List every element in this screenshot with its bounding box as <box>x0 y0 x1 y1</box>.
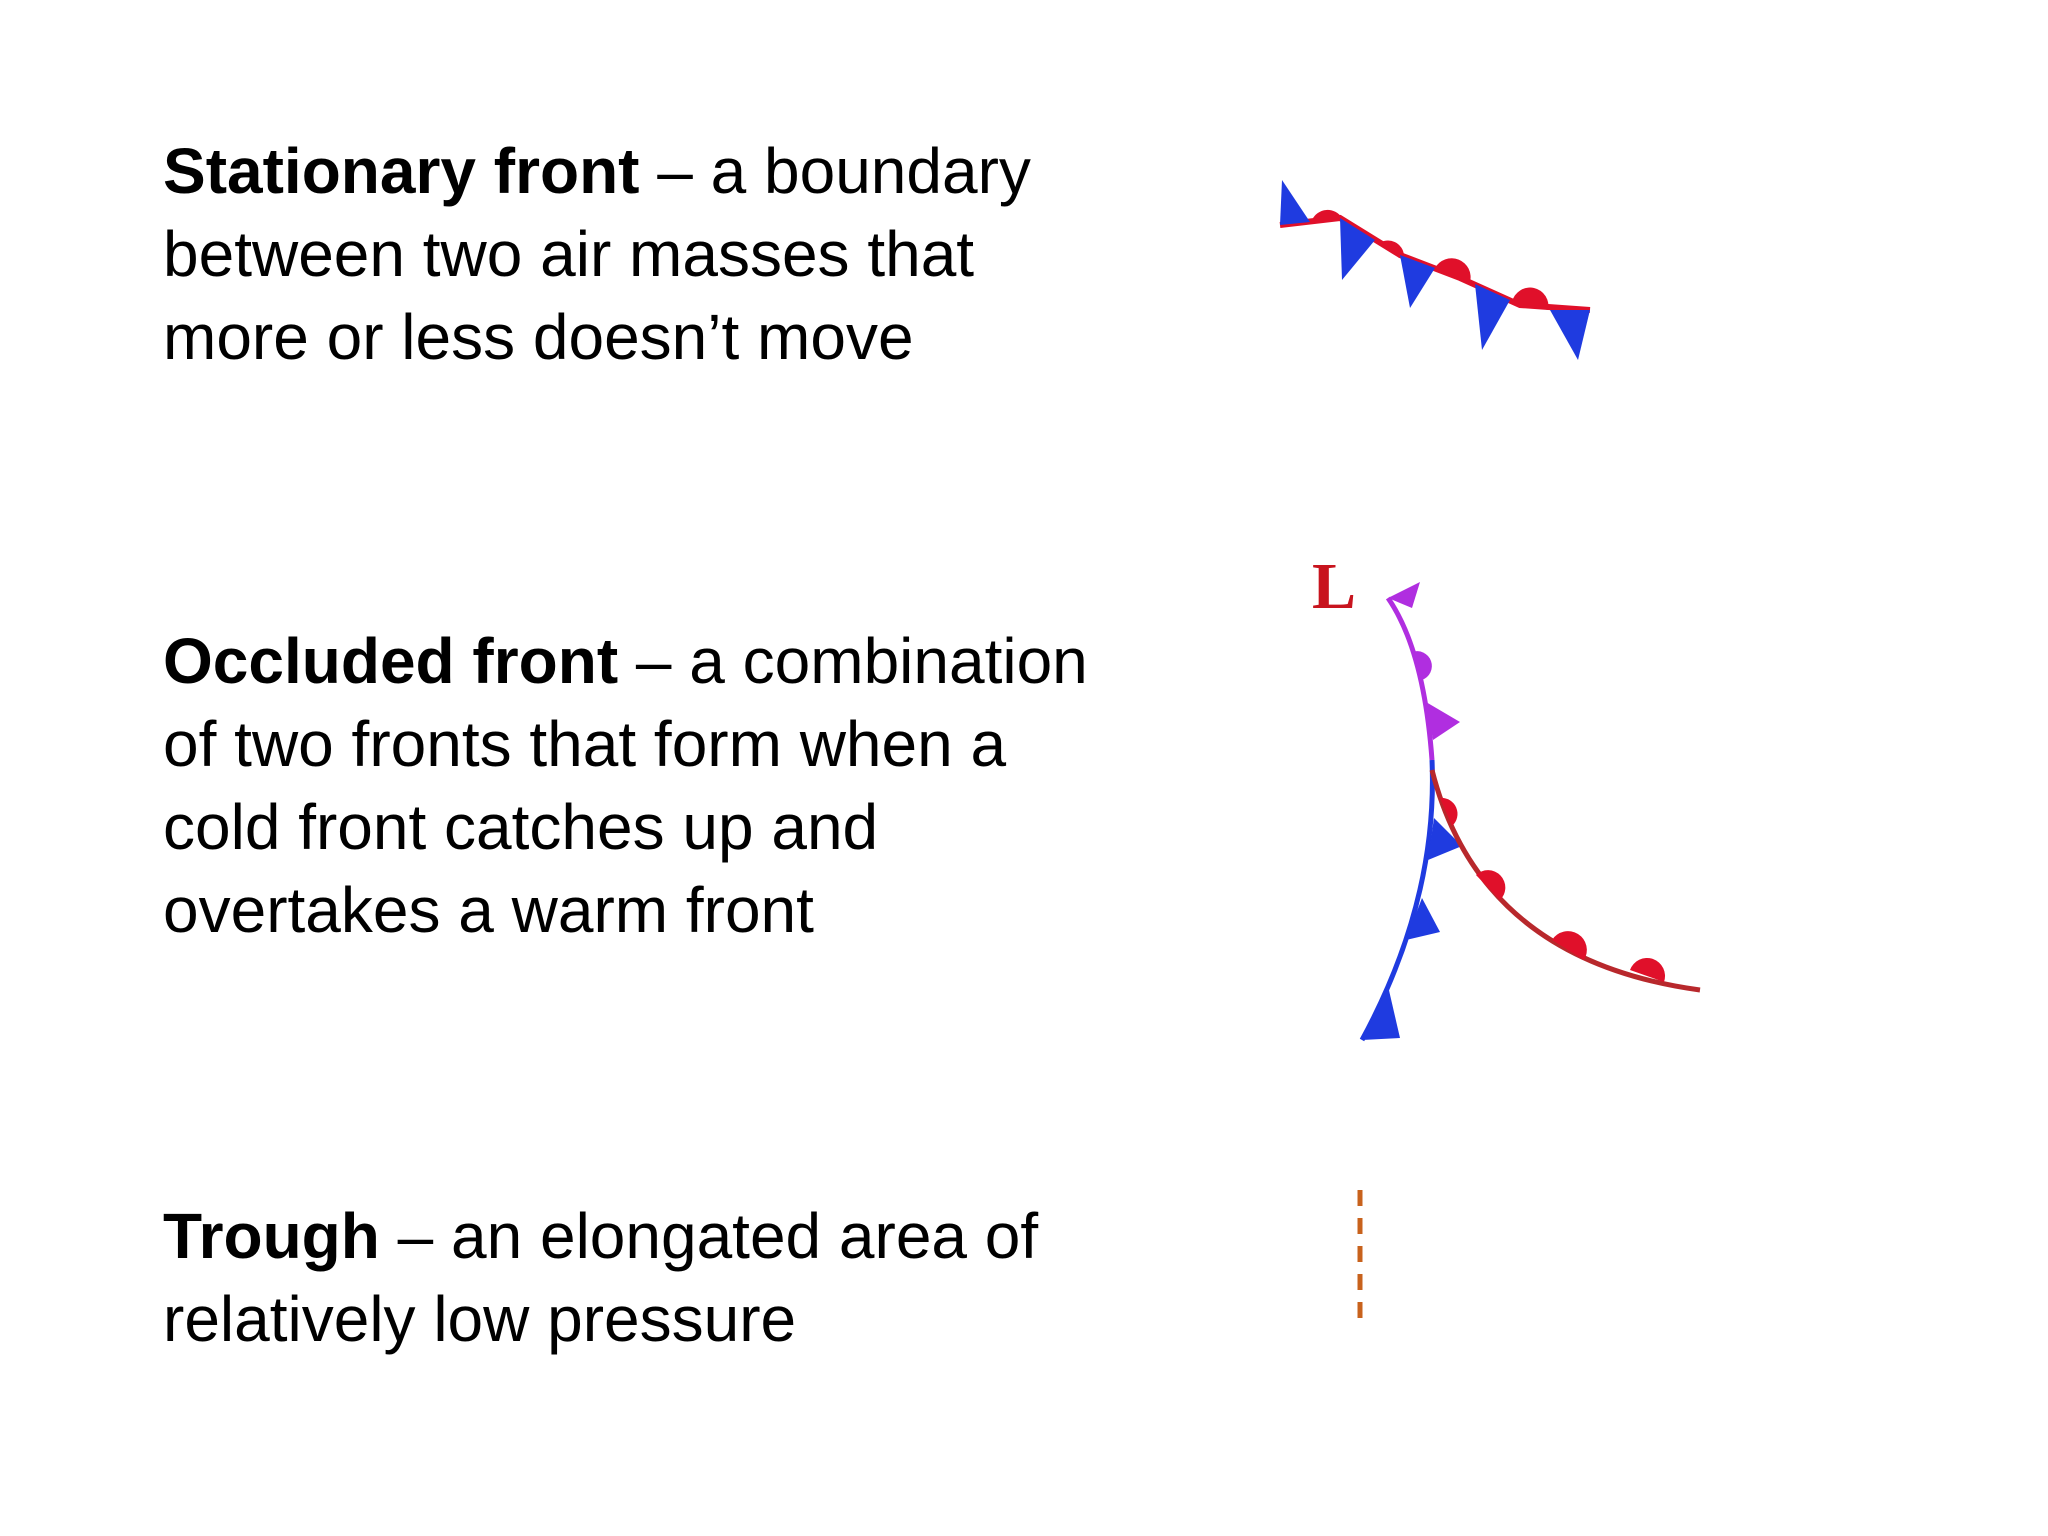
trough-symbol <box>1357 1190 1363 1325</box>
occluded-front-definition: Occluded front – a combination of two fr… <box>163 620 1123 952</box>
cold-triangle <box>1406 898 1440 940</box>
occluded-semicircle <box>1412 651 1432 680</box>
stationary-warm-semicircle <box>1435 258 1471 282</box>
occluded-front-term: Occluded front <box>163 625 619 697</box>
warm-semicircle <box>1476 870 1506 900</box>
warm-semicircle <box>1630 957 1666 982</box>
occluded-triangle <box>1426 702 1460 740</box>
low-pressure-label: L <box>1312 550 1356 623</box>
stationary-warm-semicircle <box>1312 209 1342 220</box>
occluded-front-symbol: L <box>1312 550 1701 1042</box>
stationary-cold-triangle <box>1340 218 1375 280</box>
occluded-triangle <box>1388 582 1420 608</box>
stationary-front-description: – a boundary between two air masses that… <box>163 135 1031 373</box>
trough-description: – an elongated area of relatively low pr… <box>163 1200 1039 1355</box>
stationary-cold-triangle <box>1280 180 1310 225</box>
occluded-segment-line <box>1385 596 1435 761</box>
stationary-front-symbol <box>1279 180 1591 360</box>
stationary-cold-triangle <box>1400 255 1435 308</box>
stationary-front-definition: Stationary front – a boundary between tw… <box>163 130 1063 379</box>
occluded-front-description: – a combination of two fronts that form … <box>163 625 1088 946</box>
trough-definition: Trough – an elongated area of relatively… <box>163 1195 1123 1361</box>
trough-term: Trough <box>163 1200 380 1272</box>
warm-semicircle <box>1552 931 1587 960</box>
cold-triangle <box>1362 986 1400 1040</box>
cold-triangle <box>1428 818 1462 860</box>
stationary-front-term: Stationary front <box>163 135 640 207</box>
stationary-cold-triangle <box>1475 284 1510 350</box>
stationary-cold-triangle <box>1550 310 1590 360</box>
stationary-warm-semicircle <box>1512 287 1549 310</box>
stationary-warm-semicircle <box>1378 240 1404 256</box>
warm-semicircle <box>1440 797 1458 826</box>
warm-segment-line <box>1429 769 1701 993</box>
